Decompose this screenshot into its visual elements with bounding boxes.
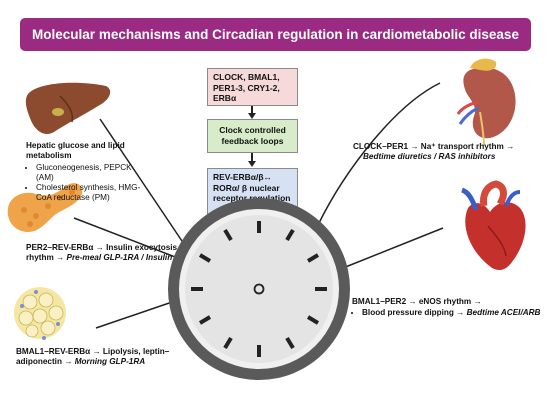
clock-icon [168, 198, 350, 380]
liver-title: Hepatic glucose and lipid metabolism [26, 141, 125, 161]
pancreas-annotation: PER2–REV-ERBα → Insulin exocytosis rhyth… [26, 243, 206, 264]
flow-arrow-2 [251, 153, 253, 162]
adipose-line-2a: adiponectin → [16, 357, 75, 367]
arrowhead-2 [248, 161, 256, 167]
heart-connector-line [342, 227, 444, 269]
liver-icon [25, 82, 111, 135]
heart-icon [461, 180, 526, 270]
pancreas-line-2a: rhythm → [26, 253, 67, 263]
pancreas-connector-line [73, 217, 184, 261]
kidney-icon [456, 58, 516, 147]
liver-annotation: Hepatic glucose and lipid metabolism Glu… [26, 141, 151, 204]
liver-connector-line [99, 118, 189, 251]
heart-bullet-1: Blood pressure dipping → Bedtime ACEI/AR… [362, 308, 547, 318]
kidney-line-1: CLOCK–PER1 → Na⁺ transport rhythm → [353, 142, 515, 151]
liver-bullet-2: Cholesterol synthesis, HMG-CoA reductase… [36, 183, 151, 204]
clock-genes-text: CLOCK, BMAL1, PER1-3, CRY1-2, ERBα [213, 72, 280, 104]
arrowhead-1 [248, 113, 256, 119]
adipose-annotation: BMAL1–REV-ERBα → Lipolysis, leptin– adip… [16, 347, 186, 368]
pancreas-line-1: PER2–REV-ERBα → Insulin exocytosis [26, 243, 178, 252]
heart-line-1: BMAL1–PER2 → eNOS rhythm → [352, 297, 482, 306]
feedback-loops-box: Clock controlled feedback loops [207, 119, 298, 153]
liver-bullets: Gluconeogenesis, PEPCK (AM) Cholesterol … [26, 163, 151, 204]
pancreas-icon [7, 183, 83, 232]
kidney-therapy: Bedtime diuretics / RAS inhibitors [363, 152, 496, 162]
title-banner: Molecular mechanisms and Circadian regul… [20, 18, 531, 51]
heart-bullets: Blood pressure dipping → Bedtime ACEI/AR… [352, 308, 547, 318]
heart-therapy: Bedtime ACEI/ARB [466, 308, 541, 318]
adipose-line-1: BMAL1–REV-ERBα → Lipolysis, leptin– [16, 347, 170, 356]
kidney-annotation: CLOCK–PER1 → Na⁺ transport rhythm → Bedt… [353, 142, 543, 163]
diagram-title: Molecular mechanisms and Circadian regul… [32, 27, 519, 42]
adipose-connector-line [95, 299, 179, 329]
adipose-tissue-icon [14, 287, 66, 340]
flow-arrow-1 [251, 106, 253, 115]
liver-bullet-1: Gluconeogenesis, PEPCK (AM) [36, 163, 151, 184]
adipose-therapy: Morning GLP-1RA [74, 357, 146, 367]
nuclear-receptor-text: REV-ERBα/β↔ RORα/ β nuclear receptor reg… [213, 172, 291, 204]
feedback-loops-text: Clock controlled feedback loops [219, 125, 286, 146]
heart-annotation: BMAL1–PER2 → eNOS rhythm → Blood pressur… [352, 297, 547, 319]
pancreas-therapy: Pre-meal GLP-1RA / Insulin [66, 253, 173, 263]
clock-genes-box: CLOCK, BMAL1, PER1-3, CRY1-2, ERBα [207, 68, 298, 106]
heart-bullet-text: Blood pressure dipping → [362, 308, 467, 318]
kidney-connector-line [317, 82, 441, 226]
